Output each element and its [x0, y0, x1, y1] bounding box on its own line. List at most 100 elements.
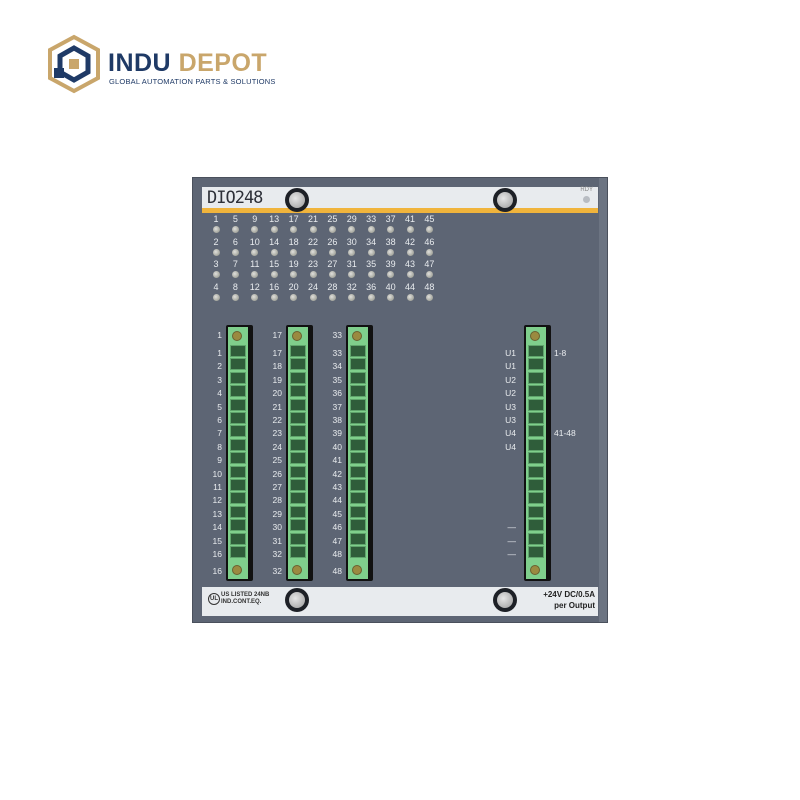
terminal-slot[interactable] — [290, 412, 306, 424]
led-label: 18 — [288, 236, 299, 247]
terminal-label: 35 — [332, 374, 342, 385]
terminal-slot[interactable] — [230, 438, 246, 451]
terminal-slot[interactable] — [290, 358, 306, 371]
connector-body — [288, 327, 308, 579]
terminal-slot[interactable] — [290, 532, 306, 545]
terminal-slot[interactable] — [230, 479, 246, 491]
terminal-label: 48 — [332, 549, 342, 559]
terminal-slot[interactable] — [350, 345, 366, 357]
terminal-label: 6 — [217, 415, 222, 425]
terminal-slot[interactable] — [290, 519, 306, 532]
terminal-slot[interactable] — [528, 438, 544, 451]
terminal-slot[interactable] — [290, 371, 306, 384]
terminal-slot[interactable] — [290, 505, 306, 518]
terminal-label: 18 — [272, 361, 282, 372]
terminal-slot[interactable] — [528, 532, 544, 545]
terminal-slot[interactable] — [350, 385, 366, 398]
power-line: per Output — [554, 601, 595, 610]
status-led — [348, 226, 356, 233]
terminal-label: 17 — [272, 348, 282, 358]
terminal-slot[interactable] — [290, 425, 306, 438]
terminal-slot[interactable] — [528, 505, 544, 518]
terminal-slot[interactable] — [350, 452, 366, 465]
terminal-label: 39 — [332, 428, 342, 439]
terminal-label: 16 — [212, 549, 222, 559]
orange-stripe — [202, 208, 598, 213]
status-led — [348, 248, 356, 256]
terminal-slot[interactable] — [528, 479, 544, 491]
terminal-label: — — [507, 549, 517, 559]
terminal-slot[interactable] — [290, 479, 306, 491]
terminal-slot[interactable] — [230, 492, 246, 505]
terminal-slot[interactable] — [528, 412, 544, 424]
terminal-slot[interactable] — [290, 398, 306, 411]
terminal-slot[interactable] — [230, 452, 246, 465]
terminal-slot[interactable] — [230, 398, 246, 411]
terminal-connector[interactable] — [226, 325, 253, 581]
status-led — [328, 226, 336, 233]
ul-mark-icon: UL — [208, 593, 220, 605]
terminal-slot[interactable] — [528, 492, 544, 505]
terminal-slot[interactable] — [528, 358, 544, 371]
terminal-slot[interactable] — [350, 371, 366, 384]
terminal-slot[interactable] — [350, 519, 366, 532]
terminal-slot[interactable] — [528, 345, 544, 357]
connector-screw-icon — [292, 565, 302, 575]
brand-name-part: INDU — [108, 49, 172, 77]
terminal-slot[interactable] — [230, 425, 246, 438]
terminal-connector[interactable] — [524, 325, 551, 581]
terminal-connector[interactable] — [286, 325, 313, 581]
terminal-slot[interactable] — [290, 438, 306, 451]
status-led — [212, 248, 220, 256]
led-label: 22 — [307, 236, 318, 247]
terminal-slot[interactable] — [290, 546, 306, 558]
terminal-label: 7 — [217, 428, 222, 439]
terminal-slot[interactable] — [230, 465, 246, 478]
terminal-slot[interactable] — [350, 546, 366, 558]
terminal-slot[interactable] — [350, 412, 366, 424]
terminal-slot[interactable] — [230, 385, 246, 398]
terminal-slot[interactable] — [350, 479, 366, 491]
terminal-slot[interactable] — [528, 452, 544, 465]
terminal-label: 44 — [332, 495, 342, 506]
terminal-label: U4 — [505, 441, 516, 452]
terminal-slot[interactable] — [528, 425, 544, 438]
terminal-slot[interactable] — [230, 519, 246, 532]
terminal-slot[interactable] — [350, 532, 366, 545]
terminal-slot[interactable] — [290, 452, 306, 465]
terminal-slot[interactable] — [528, 398, 544, 411]
terminal-slot[interactable] — [350, 358, 366, 371]
terminal-slot[interactable] — [350, 465, 366, 478]
terminal-slot[interactable] — [230, 345, 246, 357]
terminal-slot[interactable] — [528, 519, 544, 532]
terminal-slot[interactable] — [290, 492, 306, 505]
terminal-slot[interactable] — [350, 505, 366, 518]
terminal-label: 31 — [272, 535, 282, 546]
terminal-slot[interactable] — [230, 532, 246, 545]
terminal-slot[interactable] — [528, 546, 544, 558]
led-label: 39 — [385, 259, 396, 270]
led-label: 11 — [250, 259, 260, 270]
screw-icon — [493, 588, 517, 612]
terminal-slot[interactable] — [230, 505, 246, 518]
terminal-slot[interactable] — [290, 465, 306, 478]
terminal-connector[interactable] — [346, 325, 373, 581]
terminal-slot[interactable] — [528, 371, 544, 384]
terminal-slot[interactable] — [230, 371, 246, 384]
terminal-slot[interactable] — [528, 385, 544, 398]
terminal-slot[interactable] — [290, 345, 306, 357]
ready-label: RDY — [580, 187, 593, 193]
terminal-slot[interactable] — [528, 465, 544, 478]
terminal-slot[interactable] — [230, 412, 246, 424]
terminal-slot[interactable] — [350, 425, 366, 438]
terminal-slot[interactable] — [350, 438, 366, 451]
led-label: 13 — [269, 214, 280, 224]
ready-led — [583, 196, 590, 203]
led-label: 34 — [366, 236, 377, 247]
terminal-slot[interactable] — [350, 492, 366, 505]
terminal-slot[interactable] — [290, 385, 306, 398]
terminal-slot[interactable] — [350, 398, 366, 411]
led-label: 3 — [213, 259, 219, 270]
terminal-slot[interactable] — [230, 358, 246, 371]
terminal-slot[interactable] — [230, 546, 246, 558]
